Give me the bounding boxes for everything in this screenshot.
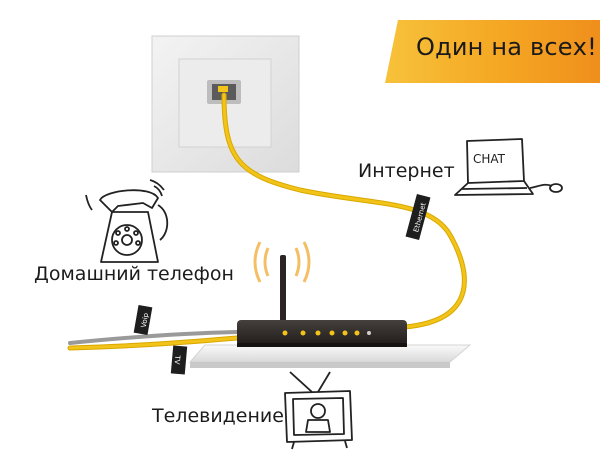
home-phone-label: Домашний телефон: [34, 263, 234, 285]
laptop-icon: CHAT: [454, 138, 563, 196]
tv-cable-tag: TV: [170, 345, 188, 375]
shelf: [188, 344, 472, 368]
router-icon: [237, 255, 407, 347]
tv-tag-label: TV: [173, 354, 182, 365]
telephone-icon: [85, 179, 169, 263]
cables: [67, 92, 467, 351]
voip-tag-label: Voip: [140, 312, 151, 329]
laptop-screen-text: CHAT: [473, 152, 506, 166]
voip-cable-tag: Voip: [133, 304, 153, 336]
promo-banner: [385, 20, 600, 83]
wifi-signal-icon: [253, 241, 311, 283]
internet-label: Интернет: [358, 160, 455, 182]
tv-set-icon: [284, 371, 353, 450]
promo-banner-text: Один на всех!: [416, 33, 597, 61]
television-label: Телевидение: [152, 405, 284, 427]
